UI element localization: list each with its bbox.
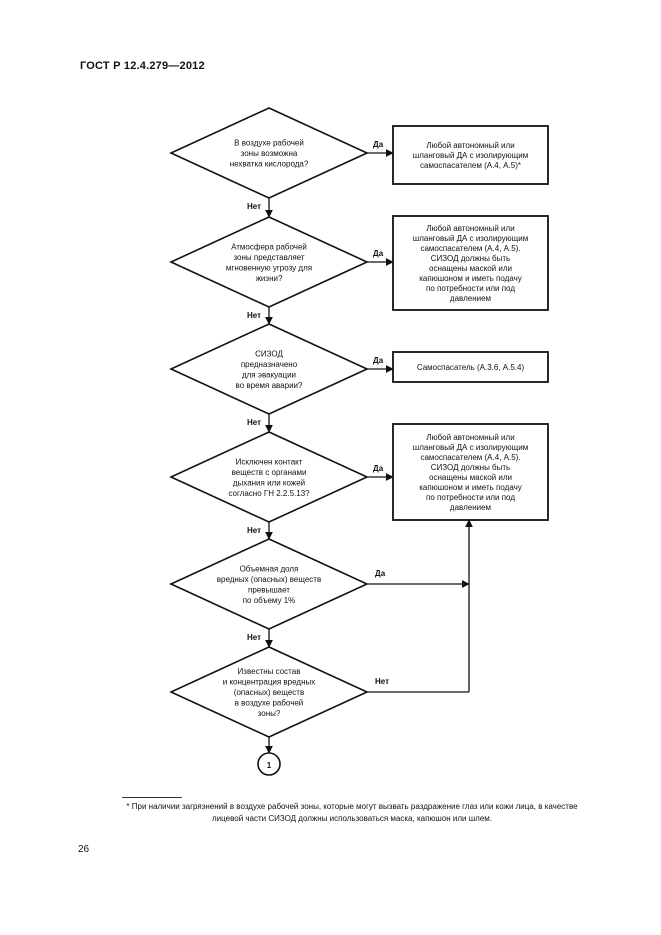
decision-text: для эвакуации bbox=[242, 370, 296, 379]
outcome-box bbox=[392, 351, 549, 383]
decision-text: нехватка кислорода? bbox=[230, 160, 309, 169]
decision-text: Объемная доля bbox=[240, 564, 299, 573]
decision-text: в воздухе рабочей bbox=[235, 699, 304, 708]
outcome-text: шланговый ДА с изолирующим bbox=[413, 151, 528, 160]
outcome-text: самоспасателем (А.4, А.5). bbox=[420, 453, 520, 462]
outcome-text: Любой автономный или bbox=[426, 141, 514, 150]
outcome-text: капюшоном и иметь подачу bbox=[419, 274, 522, 283]
decision-text: Атмосфера рабочей bbox=[231, 242, 307, 251]
outcome-text: по потребности или под bbox=[426, 284, 515, 293]
outcome-box bbox=[392, 215, 549, 311]
yes-label: Да bbox=[373, 464, 384, 473]
outcome-text: капюшоном и иметь подачу bbox=[419, 483, 522, 492]
decision-diamond bbox=[169, 216, 369, 308]
outcome-text: СИЗОД должны быть bbox=[431, 254, 510, 263]
no-label: Нет bbox=[247, 526, 261, 535]
decision-text: предназначено bbox=[241, 360, 298, 369]
decision-text: СИЗОД bbox=[255, 349, 283, 358]
outcome-text: Самоспасатель (А.3.6, А.5.4) bbox=[417, 363, 525, 372]
decision-text: зоны представляет bbox=[233, 253, 304, 262]
outcome-text: Любой автономный или bbox=[426, 224, 514, 233]
connector-circle bbox=[257, 752, 281, 776]
decision-text: Исключен контакт bbox=[236, 457, 303, 466]
page-number: 26 bbox=[78, 844, 90, 855]
decision-diamond bbox=[169, 538, 369, 630]
yes-label: Да bbox=[373, 140, 384, 149]
footnote: * При наличии загрязнений в воздухе рабо… bbox=[126, 802, 578, 823]
no-label: Нет bbox=[247, 418, 261, 427]
outcome-text: по потребности или под bbox=[426, 493, 515, 502]
outcome-text: самоспасателем (А.4, А.5)* bbox=[420, 161, 521, 170]
decision-text: мгновенную угрозу для bbox=[226, 263, 312, 272]
decision-diamond bbox=[169, 431, 369, 523]
decision-diamond bbox=[169, 323, 369, 415]
outcome-text: давлением bbox=[450, 294, 491, 303]
outcome-box bbox=[392, 125, 549, 185]
outcome-text: оснащены маской или bbox=[429, 264, 512, 273]
no-label: Нет bbox=[247, 202, 261, 211]
decision-text: (опасных) веществ bbox=[234, 688, 304, 697]
outcome-text: шланговый ДА с изолирующим bbox=[413, 443, 528, 452]
decision-text: превышает bbox=[248, 585, 290, 594]
yes-label: Да bbox=[375, 569, 386, 578]
decision-text: зоны? bbox=[258, 709, 281, 718]
connector-label: 1 bbox=[267, 761, 272, 770]
decision-text: согласно ГН 2.2.5.13? bbox=[228, 489, 310, 498]
footnote-rule bbox=[122, 797, 182, 798]
decision-text: зоны возможна bbox=[241, 149, 298, 158]
decision-text: Известны состав bbox=[238, 667, 301, 676]
decision-text: по объему 1% bbox=[243, 596, 296, 605]
outcome-text: оснащены маской или bbox=[429, 473, 512, 482]
document-header: ГОСТ Р 12.4.279—2012 bbox=[80, 60, 205, 72]
outcome-box bbox=[392, 423, 549, 521]
yes-label: Да bbox=[373, 249, 384, 258]
outcome-text: СИЗОД должны быть bbox=[431, 463, 510, 472]
yes-label: Нет bbox=[375, 677, 389, 686]
decision-text: жизни? bbox=[256, 274, 283, 283]
no-label: Нет bbox=[247, 633, 261, 642]
yes-label: Да bbox=[373, 356, 384, 365]
decision-text: дыхания или кожей bbox=[233, 478, 305, 487]
decision-text: В воздухе рабочей bbox=[234, 139, 304, 148]
decision-text: во время аварии? bbox=[236, 381, 303, 390]
outcome-text: давлением bbox=[450, 503, 491, 512]
decision-text: вредных (опасных) веществ bbox=[217, 575, 321, 584]
decision-text: и концентрация вредных bbox=[223, 678, 315, 687]
outcome-text: шланговый ДА с изолирующим bbox=[413, 234, 528, 243]
outcome-text: самоспасателем (А.4, А.5). bbox=[420, 244, 520, 253]
decision-text: веществ с органами bbox=[232, 468, 307, 477]
no-label: Нет bbox=[247, 311, 261, 320]
outcome-text: Любой автономный или bbox=[426, 433, 514, 442]
